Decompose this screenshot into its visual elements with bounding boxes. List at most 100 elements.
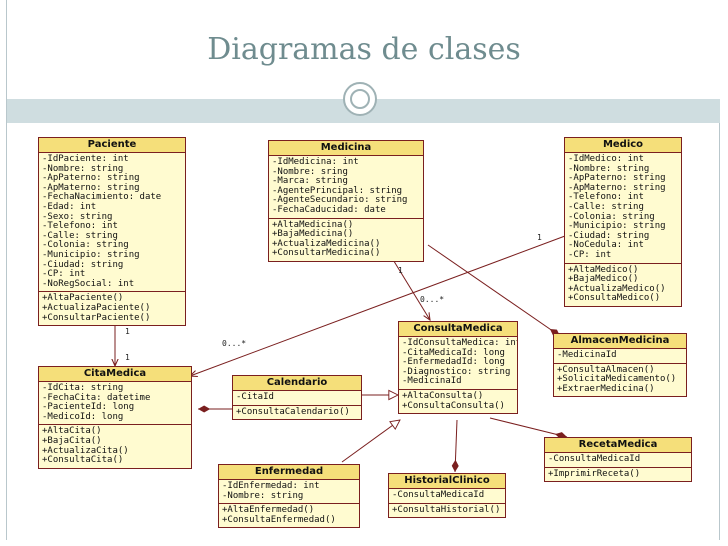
attributes-section: -CitaId [233,391,361,406]
attribute-line: -ApPaterno: string [42,173,140,184]
attribute-line: -FechaCita: datetime [42,392,151,403]
attribute-line: -ConsultaMedicaId [392,490,485,500]
methods-section: +ConsultaCalendario() [233,406,361,420]
attributes-section: -IdMedico: int-Nombre: string-ApPaterno:… [565,153,681,264]
method-line: +AltaConsulta() [402,390,484,401]
method-line: +BajaCita() [42,435,102,446]
method-line: +AltaMedico() [568,264,639,275]
methods-section: +AltaConsulta()+ConsultaConsulta() [399,390,517,413]
attribute-line: -Diagnostico: string [402,366,511,377]
attribute-line: -PacienteId: long [42,402,135,413]
method-line: +ConsultarPaciente() [42,312,151,323]
method-line: +ActualizaMedicina() [272,238,381,249]
attribute-line: -CitaId [236,392,274,402]
methods-section: +AltaPaciente()+ActualizaPaciente()+Cons… [39,292,185,325]
method-line: +ConsultaAlmacen() [557,364,655,375]
attribute-line: -Telefono: int [568,192,644,203]
class-consultamedica: ConsultaMedica -IdConsultaMedica: int-Ci… [398,321,518,415]
attribute-line: -Nombre: string [222,490,304,501]
multiplicity-label: 1 [398,266,403,275]
method-line: +ConsultarMedicina() [272,248,381,259]
attribute-line: -IdPaciente: int [42,154,129,164]
attribute-line: -ApMaterno: string [568,182,666,193]
attribute-line: -Ciudad: string [42,259,124,270]
attribute-line: -Sexo: string [42,211,113,222]
slide-title: Diagramas de clases [207,32,521,67]
attribute-line: -Telefono: int [42,221,118,232]
attribute-line: -ApPaterno: string [568,173,666,184]
class-name: CitaMedica [39,367,191,382]
class-name: ConsultaMedica [399,322,517,337]
class-name: RecetaMedica [545,438,691,453]
methods-section: +ConsultaAlmacen()+SolicitaMedicamento()… [554,364,686,397]
link-medicina-almacen [427,244,561,337]
attributes-section: -ConsultaMedicaId [389,489,505,504]
attribute-line: -Calle: string [568,201,644,212]
class-name: Medico [565,138,681,153]
attribute-line: -MedicinaId [557,350,617,360]
link-enfermedad-consulta [341,420,400,463]
class-paciente: Paciente -IdPaciente: int-Nombre: string… [38,137,186,327]
attribute-line: -Nombre: string [42,163,124,174]
attributes-section: -IdMedicina: int-Nombre: sring-Marca: st… [269,156,423,219]
attribute-line: -AgenteSecundario: string [272,195,408,206]
class-name: HistorialClinico [389,474,505,489]
attributes-section: -ConsultaMedicaId [545,453,691,468]
method-line: +SolicitaMedicamento() [557,374,677,385]
methods-section: +ImprimirReceta() [545,468,691,482]
class-name: AlmacenMedicina [554,334,686,349]
attribute-line: -Marca: string [272,176,348,187]
link-consulta-receta [489,417,568,439]
methods-section: +AltaMedico()+BajaMedico()+ActualizaMedi… [565,264,681,306]
method-line: +BajaMedico() [568,274,639,285]
method-line: +AltaCita() [42,426,102,437]
attribute-line: -Nombre: string [568,163,650,174]
attribute-line: -IdCita: string [42,383,124,393]
attribute-line: -Colonia: string [568,211,655,222]
slide-frame [6,0,720,540]
attribute-line: -CitaMedicaId: long [402,347,505,358]
class-name: Medicina [269,141,423,156]
methods-section: +ConsultaHistorial() [389,504,505,518]
attributes-section: -IdCita: string-FechaCita: datetime-Paci… [39,382,191,426]
attribute-line: -IdMedico: int [568,154,644,164]
attribute-line: -ConsultaMedicaId [548,454,641,464]
attributes-section: -IdEnfermedad: int-Nombre: string [219,480,359,505]
method-line: +ConsultaCalendario() [236,406,350,417]
methods-section: +AltaMedicina()+BajaMedicina()+Actualiza… [269,219,423,261]
attribute-line: -EnfermedadId: long [402,357,505,368]
attribute-line: -IdConsultaMedica: int [402,338,517,348]
method-line: +BajaMedicina() [272,229,354,240]
attribute-line: -IdMedicina: int [272,157,359,167]
attribute-line: -Calle: string [42,230,118,241]
multiplicity-label: 1 [125,327,130,336]
method-line: +ConsultaMedico() [568,293,661,304]
method-line: +AltaPaciente() [42,293,124,304]
method-line: +AltaMedicina() [272,219,354,230]
multiplicity-label: 1 [125,353,130,362]
class-historialclinico: HistorialClinico -ConsultaMedicaId +Cons… [388,473,506,519]
attribute-line: -Ciudad: string [568,230,650,241]
attribute-line: -Municipio: string [42,249,140,260]
attribute-line: -Municipio: string [568,221,666,232]
attribute-line: -ApMaterno: string [42,182,140,193]
attributes-section: -IdPaciente: int-Nombre: string-ApPatern… [39,153,185,293]
link-consulta-historial [451,419,459,473]
attributes-section: -MedicinaId [554,349,686,364]
multiplicity-label: 0...* [420,295,445,304]
method-line: +ConsultaCita() [42,455,124,466]
method-line: +ImprimirReceta() [548,468,641,479]
method-line: +ExtraerMedicina() [557,383,655,394]
class-citamedica: CitaMedica -IdCita: string-FechaCita: da… [38,366,192,469]
multiplicity-label: 1 [537,233,542,242]
link-medicina-consulta [391,257,430,320]
attribute-line: -MedicoId: long [42,411,124,422]
link-medico-cita [190,235,566,376]
attribute-line: -Nombre: sring [272,166,348,177]
attribute-line: -NoCedula: int [568,240,644,251]
attribute-line: -FechaCaducidad: date [272,204,386,215]
attributes-section: -IdConsultaMedica: int-CitaMedicaId: lon… [399,337,517,390]
method-line: +ConsultaEnfermedad() [222,514,336,525]
method-line: +ConsultaHistorial() [392,504,501,515]
